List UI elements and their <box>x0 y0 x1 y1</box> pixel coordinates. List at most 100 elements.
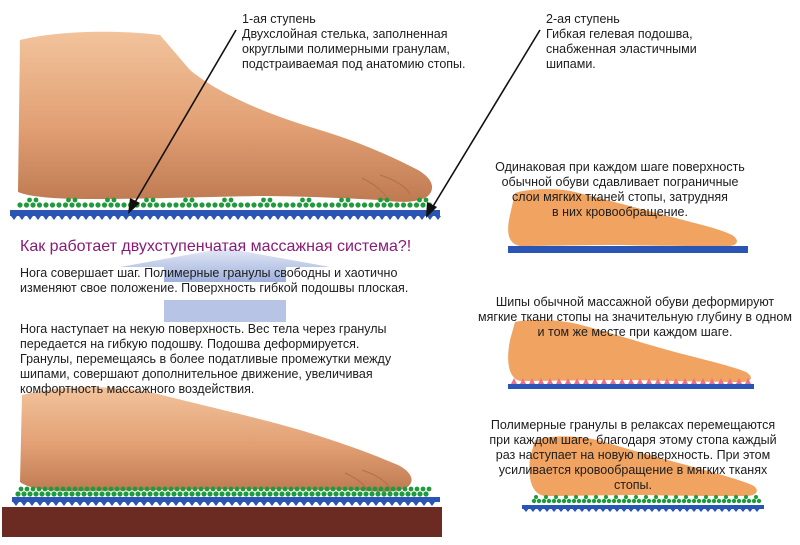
granule <box>586 498 592 504</box>
granule <box>156 486 162 492</box>
granule <box>369 491 375 497</box>
granule <box>153 491 159 497</box>
granule <box>129 491 135 497</box>
granule <box>354 486 360 492</box>
sole-spike <box>333 502 339 506</box>
massage-spike <box>610 378 616 384</box>
granule <box>252 486 258 492</box>
sole-spike <box>663 509 669 512</box>
granule <box>348 486 354 492</box>
sole-spike <box>83 216 89 220</box>
granule <box>315 491 321 497</box>
step2-line: комфортность массажного воздействия. <box>20 382 255 396</box>
granule <box>333 491 339 497</box>
granule <box>574 495 578 499</box>
sole-spike <box>331 216 337 220</box>
sole-spike <box>11 216 17 220</box>
granule <box>186 202 192 208</box>
sole-spike <box>558 509 564 512</box>
granule <box>531 498 537 504</box>
sole-spike <box>163 216 169 220</box>
granule <box>584 495 588 499</box>
granule <box>731 498 737 504</box>
granule <box>150 486 156 492</box>
granule <box>132 486 138 492</box>
granule <box>56 202 62 208</box>
granule <box>201 491 207 497</box>
granule <box>240 486 246 492</box>
granule <box>408 486 414 492</box>
sole-spike <box>299 216 305 220</box>
sole-spike <box>349 502 355 506</box>
panel1-line: обычной обуви сдавливает пограничные <box>501 175 739 189</box>
panel1-line: в них кровообращение. <box>552 205 688 219</box>
granule <box>345 197 351 203</box>
sole-spike <box>147 216 153 220</box>
granule <box>261 197 266 203</box>
massage-spike <box>664 378 670 384</box>
granule <box>102 486 108 492</box>
granule <box>69 491 75 497</box>
granule <box>21 491 27 497</box>
granule <box>312 486 318 492</box>
granule <box>357 491 363 497</box>
granule <box>676 498 682 504</box>
granule <box>105 491 111 497</box>
massage-spike <box>538 378 544 384</box>
granule <box>33 491 39 497</box>
granule <box>189 197 195 203</box>
granule <box>711 498 717 504</box>
granule <box>243 491 249 497</box>
panel2-spikes <box>511 378 751 384</box>
granule <box>390 486 396 492</box>
sole-spike <box>157 502 163 506</box>
granule <box>596 498 602 504</box>
granule <box>541 498 547 504</box>
step1-line: Нога совершает шаг. Полимерные гранулы с… <box>20 266 398 280</box>
granule <box>681 498 687 504</box>
sole-spike <box>155 216 161 220</box>
granule <box>316 202 322 208</box>
granule <box>81 491 87 497</box>
sole-spike <box>544 509 550 512</box>
granule <box>701 498 707 504</box>
granule <box>342 486 348 492</box>
granule <box>228 197 234 203</box>
granule <box>27 491 33 497</box>
massage-spike <box>700 378 706 384</box>
sole-spike <box>523 509 529 512</box>
granule <box>591 498 597 504</box>
granule <box>303 491 309 497</box>
sole-spike <box>642 509 648 512</box>
granule <box>48 486 54 492</box>
granule <box>114 486 120 492</box>
granule <box>417 491 423 497</box>
granule <box>411 491 417 497</box>
granule <box>140 202 147 208</box>
stage1-heading: 1-ая ступень <box>242 12 316 26</box>
granule <box>121 202 127 208</box>
granule <box>249 491 255 497</box>
granule <box>375 491 381 497</box>
granule <box>222 197 227 203</box>
massage-spike <box>592 378 598 384</box>
granule <box>108 202 114 208</box>
panel1-sole <box>508 246 748 253</box>
granule <box>162 486 168 492</box>
sole-spike <box>309 502 315 506</box>
massage-spike <box>583 378 589 384</box>
sole-spike <box>572 509 578 512</box>
sole-spike <box>237 502 243 506</box>
granule <box>212 202 218 208</box>
sole-spike <box>251 216 257 220</box>
granule <box>264 202 270 208</box>
panel1-foot <box>508 189 737 246</box>
sole-spike <box>253 502 259 506</box>
granule <box>611 498 617 504</box>
granule <box>413 202 420 208</box>
sole-spike <box>61 502 67 506</box>
granule <box>374 202 381 208</box>
sole-spike <box>141 502 147 506</box>
granule <box>270 202 277 208</box>
sole-spike <box>99 216 105 220</box>
